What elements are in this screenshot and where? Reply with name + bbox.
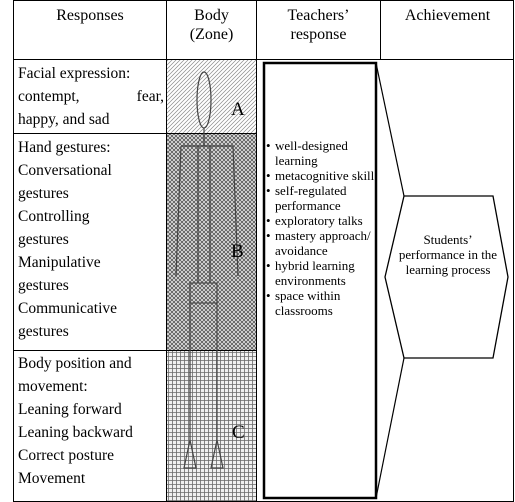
figure-hips [189,282,218,304]
hand-item: Conversational [18,162,112,179]
achievement-hexagon [384,195,509,359]
teachers-response-item: exploratory talks [266,213,378,228]
header-body-zone: Body (Zone) [167,6,256,44]
teachers-response-item: metacognitive skill [266,168,378,183]
facial-title: Facial expression: [18,65,131,82]
hand-item: gestures [18,231,69,248]
header-body-line1: Body [194,7,229,24]
hand-item: gestures [18,185,69,202]
body-position-title2: movement: [18,378,88,395]
achievement-text: Students’ performance in the learning pr… [398,232,498,277]
header-achievement: Achievement [404,7,491,24]
figure-left-arm [175,145,182,277]
body-position-item: Movement [18,470,86,487]
body-position-title1: Body position and [18,355,132,372]
header-teachers-line2: response [290,26,347,43]
facial-expression-cell: Facial expression: contempt, fear, happy… [18,62,164,131]
hand-title: Hand gestures: [18,139,111,156]
header-responses: Responses [56,7,124,24]
body-position-cell: Body position and movement: Leaning forw… [18,352,133,490]
human-figure [175,71,239,469]
connector-lines [375,62,405,499]
body-position-item: Correct posture [18,447,114,464]
zone-c-fill [166,350,256,502]
header-teachers-line1: Teachers’ [287,7,350,24]
teachers-response-item: mastery approach/ avoidance [266,228,378,258]
zone-a-label: A [231,99,245,120]
figure-right-foot [210,439,224,469]
hand-item: Manipulative [18,254,101,271]
facial-line3: happy, and sad [18,111,110,128]
hand-item: gestures [18,323,69,340]
hand-item: gestures [18,277,69,294]
teachers-response-list: well-designed learning metacognitive ski… [266,138,378,318]
facial-word-contempt: contempt, [18,88,80,105]
hand-gestures-cell: Hand gestures: Conversational gestures C… [18,136,117,343]
facial-word-fear: fear, [136,88,164,105]
header-body-line2: (Zone) [189,26,234,43]
teachers-response-item: well-designed learning [266,138,378,168]
zone-b-label: B [231,241,244,262]
facial-line2: contempt, fear, [18,85,164,108]
zone-b-fill [166,133,256,350]
teachers-response-item: hybrid learning environments [266,258,378,288]
body-position-item: Leaning forward [18,401,122,418]
teachers-response-item: space within classrooms [266,288,378,318]
teachers-response-item: self-regulated performance [266,183,378,213]
zone-c-label: C [232,422,245,443]
hand-item: Controlling [18,208,90,225]
header-teachers-response: Teachers’ response [257,6,380,44]
figure-left-foot [183,439,197,469]
body-position-item: Leaning backward [18,424,133,441]
figure-right-arm [232,145,239,277]
hand-item: Communicative [18,300,118,317]
